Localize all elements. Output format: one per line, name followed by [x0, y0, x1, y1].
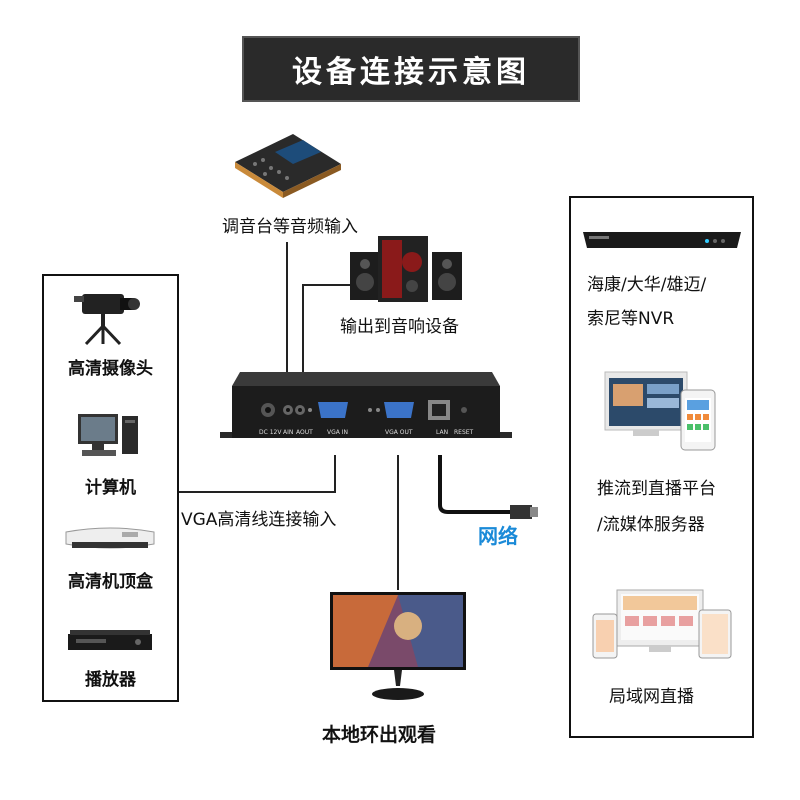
- port-label-aout: AOUT: [296, 429, 313, 436]
- port-label-reset: RESET: [454, 429, 474, 436]
- input-sources-panel: 高清摄像头 计算机 高清机顶盒 播放器: [42, 274, 179, 702]
- port-label-lan: LAN: [436, 429, 449, 436]
- source-label-player: 播放器: [85, 670, 136, 690]
- dvd-player-icon: [68, 630, 152, 650]
- output-targets-panel: 海康/大华/雄迈/ 索尼等NVR 推流到直播平台 /流媒体服务器 局域网直播: [569, 196, 754, 738]
- encoder-device: [220, 372, 512, 438]
- set-top-box-icon: [65, 527, 155, 549]
- mixer-label: 调音台等音频输入: [222, 217, 358, 237]
- port-label-ain: AIN: [283, 429, 294, 436]
- monitor-icon: [330, 592, 466, 700]
- lan-live-label: 局域网直播: [609, 687, 694, 707]
- source-label-computer: 计算机: [85, 478, 136, 498]
- camcorder-icon: [74, 294, 140, 346]
- speakers-label: 输出到音响设备: [340, 317, 459, 337]
- source-label-set-top-box: 高清机顶盒: [68, 572, 153, 592]
- port-label-vga-out: VGA OUT: [385, 429, 413, 436]
- desktop-computer-icon: [78, 414, 138, 456]
- vga-cable-label: VGA高清线连接输入: [181, 510, 337, 530]
- nvr-label-line2: 索尼等NVR: [587, 309, 675, 329]
- streaming-label-line1: 推流到直播平台: [597, 479, 716, 499]
- audio-mixer-icon: [235, 134, 341, 198]
- nvr-label-line1: 海康/大华/雄迈/: [587, 275, 707, 295]
- speakers-icon: [350, 236, 462, 302]
- port-label-dc: DC 12V: [259, 429, 282, 436]
- page-title: 设备连接示意图: [242, 36, 580, 102]
- nvr-icon: [583, 232, 741, 248]
- monitor-label: 本地环出观看: [322, 724, 437, 746]
- streaming-devices-icon: [604, 371, 716, 451]
- streaming-label-line2: /流媒体服务器: [597, 515, 705, 535]
- source-label-camera: 高清摄像头: [68, 359, 153, 379]
- lan-live-devices-icon: [592, 589, 732, 659]
- network-label: 网络: [478, 524, 518, 548]
- port-label-vga-in: VGA IN: [327, 429, 349, 436]
